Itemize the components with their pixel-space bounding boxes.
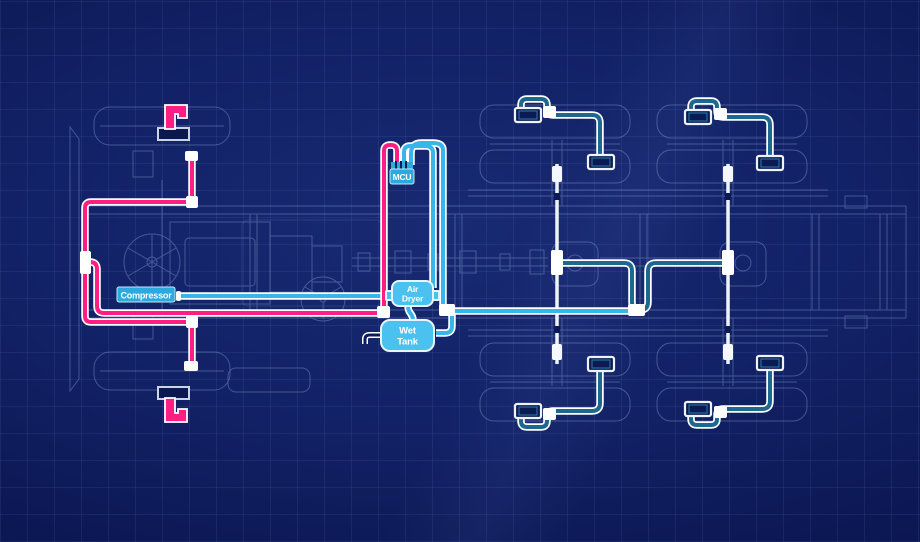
driveshaft [352, 257, 722, 267]
rear-brake-chambers [513, 106, 785, 420]
mcu-label-text: MCU [393, 172, 412, 182]
front-circuit-outline [85, 145, 397, 366]
air-dryer-tank: Air Dryer [385, 280, 440, 307]
toolbox-outline [227, 367, 311, 393]
components: Compressor MCU Air Dryer Wet Tank [116, 161, 440, 352]
air-dryer-label-line1: Air [407, 284, 419, 294]
air-dryer-label-line2: Dryer [402, 294, 424, 304]
rear-tires [479, 104, 808, 422]
front-brake-chamber-icon-bottom [157, 386, 190, 423]
compressor-label-text: Compressor [120, 291, 172, 301]
front-brake-chamber-icon-top [157, 104, 190, 141]
wet-tank: Wet Tank [380, 319, 435, 352]
frame-rails [85, 205, 907, 319]
front-circuit [83, 143, 399, 368]
wet-tank-label-line1: Wet [399, 326, 417, 337]
chassis-outline [69, 104, 907, 422]
mcu-unit: MCU [389, 161, 415, 185]
compressor-label: Compressor [116, 286, 176, 303]
front-bumper [69, 125, 80, 393]
pipe-fittings [80, 106, 734, 420]
wet-tank-label-line2: Tank [397, 337, 419, 348]
front-tire-left [93, 106, 231, 146]
